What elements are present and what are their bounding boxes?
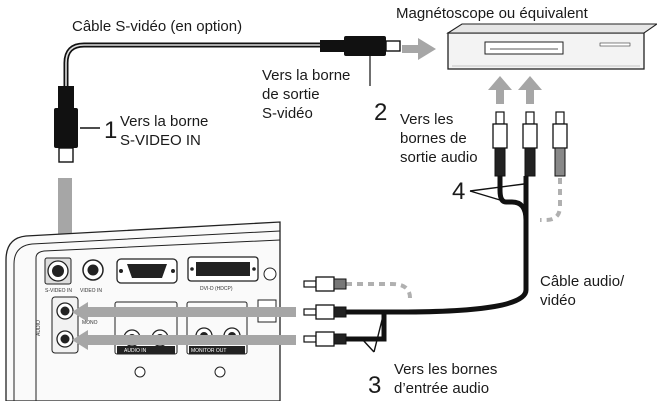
leader-lines bbox=[80, 52, 525, 353]
panel-label-mono: MONO bbox=[82, 320, 98, 326]
vcr-device bbox=[446, 23, 657, 70]
label-av-cable-1: Câble audio/ bbox=[540, 273, 625, 290]
number-1: 1 bbox=[104, 117, 117, 144]
arrows-up-to-vcr bbox=[488, 76, 542, 104]
label-audio-out-2: bornes de bbox=[400, 130, 467, 147]
label-av-cable-2: vidéo bbox=[540, 292, 576, 309]
label-audio-out-1: Vers les bbox=[400, 111, 453, 128]
panel-label-dvi: DVI-D (HDCP) bbox=[200, 286, 233, 292]
label-svideo-out-1: Vers la borne bbox=[262, 67, 350, 84]
arrows-to-audio-in bbox=[72, 302, 296, 350]
number-4: 4 bbox=[452, 178, 465, 205]
projector-panel: S-VIDEO IN VIDEO IN DVI-D (HDCP) MONO R … bbox=[5, 221, 281, 401]
panel-label-svideo-in: S-VIDEO IN bbox=[45, 288, 72, 294]
vcr-rca-plug-1 bbox=[492, 111, 508, 177]
label-audio-in-1: Vers les bornes bbox=[394, 361, 497, 378]
panel-label-video-in: VIDEO IN bbox=[80, 288, 102, 294]
vcr-rca-plug-2 bbox=[522, 111, 538, 177]
arrow-to-vcr bbox=[402, 38, 436, 60]
av-cable bbox=[303, 111, 568, 347]
label-vcr: Magnétoscope ou équivalent bbox=[396, 5, 589, 22]
vcr-rca-plug-3 bbox=[552, 111, 568, 177]
label-svideo-out-2: de sortie bbox=[262, 86, 320, 103]
number-2: 2 bbox=[374, 99, 387, 126]
labels: Câble S-vidéo (en option) Magnétoscope o… bbox=[72, 5, 625, 399]
label-audio-out-3: sortie audio bbox=[400, 149, 478, 166]
label-svideo-cable: Câble S-vidéo (en option) bbox=[72, 18, 242, 35]
label-svideo-in-1: Vers la borne bbox=[120, 113, 208, 130]
number-3: 3 bbox=[368, 372, 381, 399]
label-audio-in-2: d’entrée audio bbox=[394, 380, 489, 397]
panel-label-audio: AUDIO bbox=[36, 320, 42, 336]
panel-label-monitor-out: MONITOR OUT bbox=[191, 348, 226, 354]
label-svideo-in-2: S-VIDEO IN bbox=[120, 132, 201, 149]
label-svideo-out-3: S-vidéo bbox=[262, 105, 313, 122]
svideo-cable bbox=[54, 36, 401, 163]
panel-label-audio-in: AUDIO IN bbox=[124, 348, 147, 354]
